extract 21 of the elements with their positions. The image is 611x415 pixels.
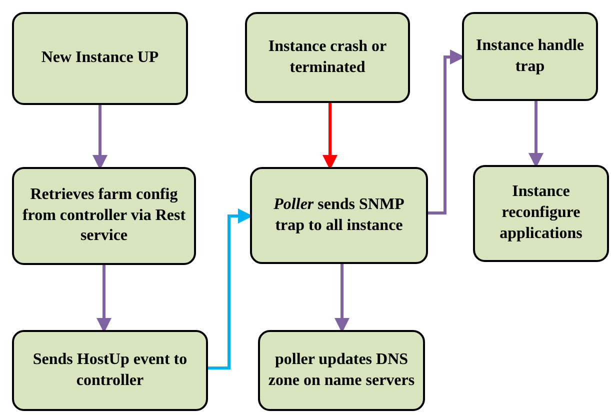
process-box [12,330,208,411]
box-text: Instance crash or terminated [267,36,388,78]
process-box [12,167,196,265]
box-text: Instance handle trap [474,36,586,76]
box-text: Poller sends SNMP trap to all instance [272,194,406,236]
process-box [462,12,598,101]
box-text: poller updates DNS zone on name servers [268,350,415,390]
arrow [528,101,544,168]
arrow [92,105,108,170]
box-text: Instance reconfigure applications [498,182,584,244]
arrow [322,103,338,170]
process-box [245,12,410,103]
process-box [250,167,428,264]
process-box [258,330,425,411]
box-text: New Instance UP [41,48,159,68]
process-box [12,12,188,105]
arrow [96,265,112,333]
arrow [334,264,350,333]
process-box [473,165,609,262]
box-text: Sends HostUp event to controller [32,350,188,390]
box-text: Retrieves farm config from controller via Rest service [22,184,186,246]
